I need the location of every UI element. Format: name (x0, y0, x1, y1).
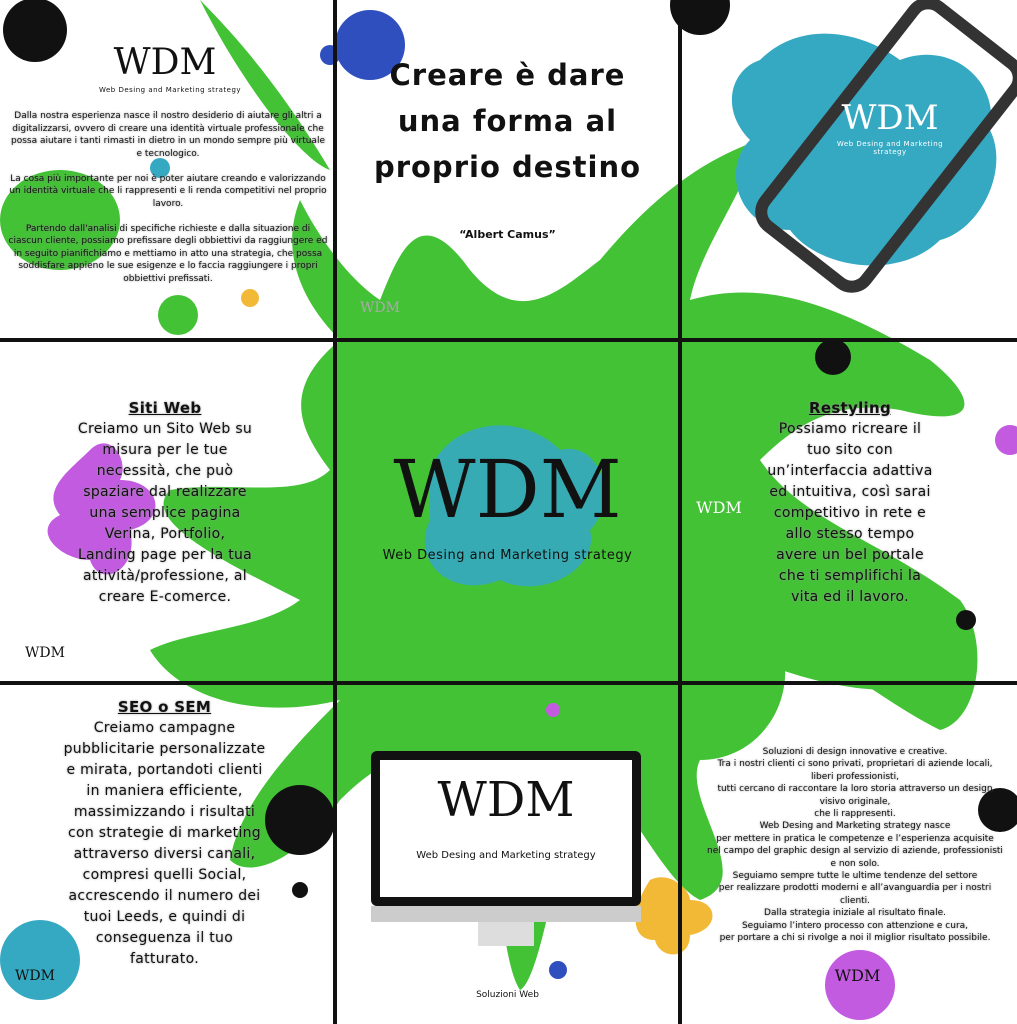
grid-divider (0, 681, 1017, 685)
grid-divider (333, 0, 337, 1024)
restyling-body: Possiamo ricreare il tuo sito con un’int… (767, 421, 933, 605)
logo: WDM (113, 42, 217, 83)
restyling-section: Restyling Possiamo ricreare il tuo sito … (765, 398, 935, 608)
grid-divider (0, 338, 1017, 342)
restyling-title: Restyling (809, 399, 891, 417)
monitor-tagline: Web Desing and Marketing strategy (416, 850, 596, 861)
teal-splash (0, 33, 997, 1000)
seo-title: SEO o SEM (117, 698, 212, 716)
small-logo: WDM (696, 498, 742, 517)
phone-logo: WDM (841, 98, 939, 138)
monitor-stand (478, 922, 534, 946)
watermark-logo: WDM (360, 300, 400, 316)
seo-body: Creiamo campagne pubblicitarie personali… (63, 720, 266, 967)
intro-text: Dalla nostra esperienza nasce il nostro … (8, 111, 328, 284)
small-logo: WDM (834, 966, 881, 985)
monitor-caption: Soluzioni Web (476, 990, 539, 1000)
main-tagline: Web Desing and Marketing strategy (382, 548, 633, 563)
web-section: Siti Web Creiamo un Sito Web su misura p… (75, 398, 255, 608)
seo-section: SEO o SEM Creiamo campagne pubblicitarie… (62, 697, 267, 970)
grid-divider (678, 0, 682, 1024)
quote-text: Creare è dare una forma al proprio desti… (373, 58, 642, 184)
tagline: Web Desing and Marketing strategy (98, 86, 242, 94)
main-logo: WDM (393, 443, 622, 536)
monitor-chin (371, 906, 641, 922)
yellow-splash (241, 289, 713, 955)
small-logo: WDM (25, 645, 65, 661)
black-splash (3, 0, 1017, 898)
about-text: Soluzioni di design innovative e creativ… (707, 747, 1003, 944)
web-title: Siti Web (128, 399, 202, 417)
quote-author: “Albert Camus” (459, 228, 556, 241)
phone-tagline: Web Desing and Marketing strategy (836, 140, 944, 156)
web-body: Creiamo un Sito Web su misura per le tue… (77, 421, 253, 605)
purple-splash (47, 425, 1017, 1020)
monitor-logo: WDM (437, 772, 575, 828)
monitor-mockup: WDM Web Desing and Marketing strategy (371, 751, 641, 906)
small-logo: WDM (15, 968, 55, 984)
